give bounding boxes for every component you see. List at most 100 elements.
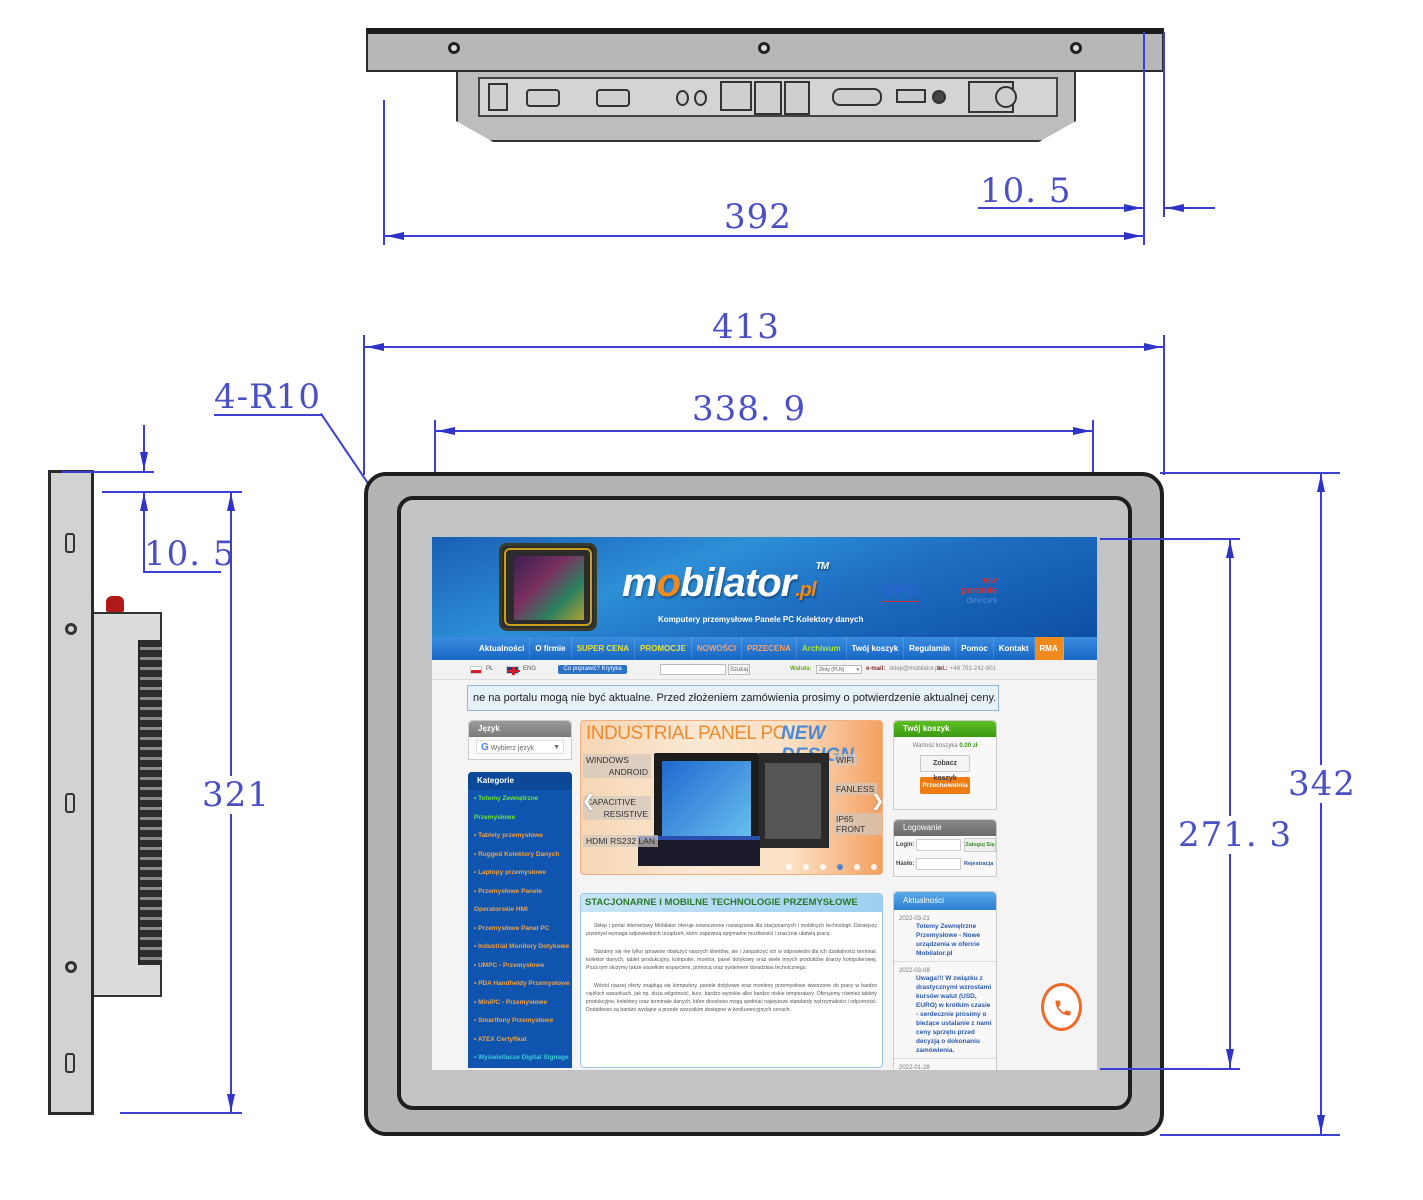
main-nav: Aktualności O firmie SUPER CENA PROMOCJE… xyxy=(432,637,1097,660)
dim-extension-line xyxy=(102,491,242,493)
login-submit-button[interactable]: Zaloguj Się xyxy=(964,838,996,852)
carousel-dot[interactable] xyxy=(854,864,860,870)
audio-jack-icon xyxy=(694,90,707,106)
category-item[interactable]: • Tablety przemysłowe xyxy=(474,832,543,839)
lang-eng-link[interactable]: ENG xyxy=(523,666,537,672)
right-sidebar: Twój koszyk Wartość koszyka 0.00 zł Zoba… xyxy=(893,720,997,1070)
dim-392: 392 xyxy=(724,197,792,237)
banner-tag: RESISTIVE xyxy=(583,808,651,820)
carousel-dot[interactable] xyxy=(803,864,809,870)
news-link[interactable]: Uwaga!!! W związku z drastycznymi wzrost… xyxy=(894,974,996,1059)
dim-extension-line xyxy=(1163,32,1165,217)
dim-extension-line xyxy=(62,471,154,473)
screw-icon xyxy=(758,42,770,54)
nav-kontakt[interactable]: Kontakt xyxy=(994,637,1035,660)
article-paragraph: Wśród naszej oferty znajdują się kompute… xyxy=(586,983,877,1013)
language-select[interactable]: G Wybierz język ▼ xyxy=(476,740,564,754)
storage-button[interactable]: Przechowalnia xyxy=(920,777,970,794)
dim-extension-line xyxy=(143,425,145,473)
dim-extension-line xyxy=(1160,1134,1340,1136)
news-link[interactable]: Totemy Zewnętrzne Przemysłowe - Nowe urz… xyxy=(894,922,996,962)
screw-icon xyxy=(448,42,460,54)
carousel-dot[interactable] xyxy=(871,864,877,870)
carousel-dot[interactable] xyxy=(786,864,792,870)
nav-aktualnosci[interactable]: Aktualności xyxy=(474,637,531,660)
chevron-left-icon[interactable]: ❮ xyxy=(582,793,596,810)
search-button[interactable]: Szukaj xyxy=(728,664,750,675)
price-notice-ticker: ne na portalu mogą nie być aktualne. Prz… xyxy=(467,685,999,711)
email-link[interactable]: sklep@mobilator.pl xyxy=(889,666,940,672)
dc-in-icon xyxy=(932,90,946,104)
category-item[interactable]: • Przemysłowe Panel PC xyxy=(474,924,550,932)
dim-line-271-3 xyxy=(1229,540,1231,1068)
currency-select[interactable]: Złoty (PLN) ▾ xyxy=(816,665,862,674)
flag-uk-icon[interactable] xyxy=(506,666,520,675)
password-input[interactable] xyxy=(916,858,961,870)
login-box: Logowanie Login: Zaloguj Się Hasło: Reje… xyxy=(893,819,997,877)
news-box: Aktualności 2022-03-21 Totemy Zewnętrzne… xyxy=(893,891,997,1070)
phone-call-button[interactable] xyxy=(1041,983,1082,1031)
nav-super-cena[interactable]: SUPER CENA xyxy=(572,637,636,660)
dim-underline xyxy=(143,571,221,573)
leader-line xyxy=(214,414,322,416)
phone-icon xyxy=(1055,1000,1071,1016)
mobilator-logo[interactable]: mobilator.plTM xyxy=(622,561,829,605)
nav-o-firmie[interactable]: O firmie xyxy=(530,637,572,660)
article-paragraph: Staramy się nie tylko sprawnie obsłużyć … xyxy=(586,949,877,971)
nav-archiwum[interactable]: Archiwum xyxy=(797,637,847,660)
nav-regulamin[interactable]: Regulamin xyxy=(904,637,957,660)
login-label: Login: xyxy=(896,842,915,848)
view-cart-button[interactable]: Zobacz koszyk xyxy=(920,755,970,782)
flag-pl-icon[interactable] xyxy=(470,666,482,674)
article-title: STACJONARNE I MOBILNE TECHNOLOGIE PRZEMY… xyxy=(581,894,882,912)
dim-extension-line xyxy=(1143,32,1145,245)
category-item[interactable]: • MiniPC - Przemysłowe xyxy=(474,998,548,1006)
category-item[interactable]: Operatorskie HMI xyxy=(474,906,528,913)
category-item[interactable]: • Industrial Monitory Dotykowe xyxy=(474,943,570,950)
npd-wordmark: new portable devices xyxy=(961,575,997,605)
chevron-right-icon[interactable]: ❯ xyxy=(871,791,882,811)
antenna-connector-icon xyxy=(995,86,1017,108)
carousel-dot-active[interactable] xyxy=(837,864,843,870)
npd-logo[interactable]: NPD xyxy=(882,583,919,602)
news-date: 2022-01-28 xyxy=(899,1065,930,1070)
io-box-image xyxy=(638,836,760,866)
category-item[interactable]: • Laptopy przemysłowe xyxy=(474,869,546,876)
category-item[interactable]: • Smartfony Przemysłowe xyxy=(474,1017,554,1024)
feedback-button[interactable]: Co poprawić? Krytyka xyxy=(558,665,627,674)
currency-label: Waluta: xyxy=(790,666,812,672)
category-item[interactable]: • Przemysłowe Panele xyxy=(474,887,543,895)
nav-twoj-koszyk[interactable]: Twój koszyk xyxy=(847,637,905,660)
intro-article: STACJONARNE I MOBILNE TECHNOLOGIE PRZEMY… xyxy=(580,893,883,1068)
nav-pomoc[interactable]: Pomoc xyxy=(956,637,994,660)
nav-rma[interactable]: RMA xyxy=(1034,637,1064,660)
login-input[interactable] xyxy=(916,839,961,851)
dim-line-side-10-5 xyxy=(143,493,145,573)
nav-promocje[interactable]: PROMOCJE xyxy=(635,637,692,660)
category-item[interactable]: • Wyświetlacze Digital Signage xyxy=(474,1054,569,1061)
category-item[interactable]: • Totemy Zewnętrzne xyxy=(474,795,539,802)
power-switch-icon xyxy=(488,83,508,111)
lang-pl-link[interactable]: PL xyxy=(486,666,494,672)
category-item[interactable]: Przemysłowe xyxy=(474,813,516,821)
dim-line-392 xyxy=(385,235,1143,237)
dim-extension-line xyxy=(1100,1068,1240,1070)
search-input[interactable] xyxy=(660,664,726,675)
category-item[interactable]: • PDA Handheldy Przemysłowe xyxy=(474,980,570,987)
nav-przecena[interactable]: PRZECENA xyxy=(742,637,797,660)
nav-nowosci[interactable]: NOWOŚCI xyxy=(692,637,742,660)
tel-value: +48 791-242-901 xyxy=(950,666,996,672)
language-box: Język G Wybierz język ▼ xyxy=(468,720,572,760)
category-item[interactable]: • Rugged Kolektory Danych xyxy=(474,850,560,858)
category-item[interactable]: • ATEX Certyfikat xyxy=(474,1035,527,1043)
chevron-down-icon: ▼ xyxy=(553,744,560,751)
dim-413: 413 xyxy=(712,307,780,347)
hdmi-port-icon xyxy=(896,89,926,103)
category-item[interactable]: • UMPC - Przemysłowe xyxy=(474,961,545,969)
register-link[interactable]: Rejestracja xyxy=(964,861,994,867)
usb-lan-port-icon xyxy=(720,81,752,111)
promo-banner-carousel[interactable]: INDUSTRIAL PANEL PC NEW DESIGN WINDOWS A… xyxy=(580,720,883,875)
panel-pc-back-image xyxy=(759,753,829,848)
cart-title: Twój koszyk xyxy=(894,721,996,737)
carousel-dot[interactable] xyxy=(820,864,826,870)
